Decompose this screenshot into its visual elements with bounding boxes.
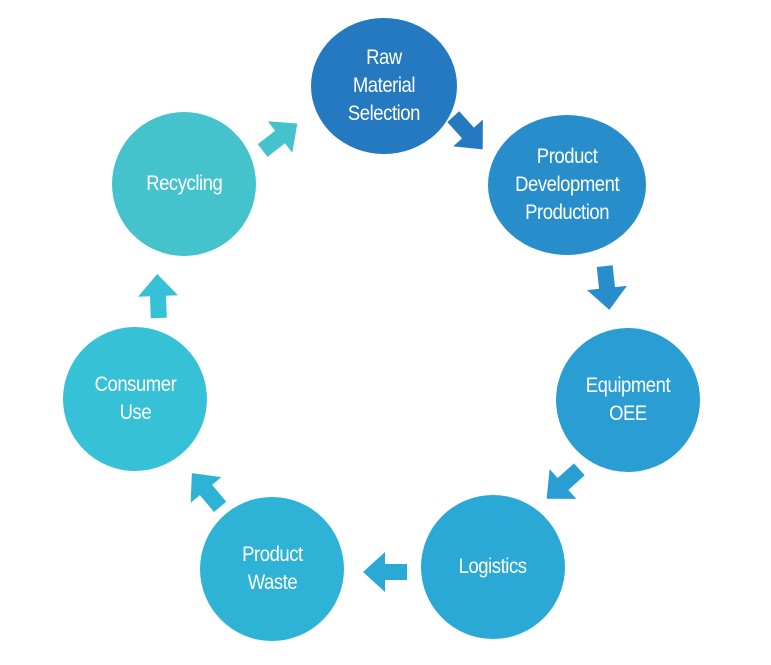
label-line: OEE (609, 402, 647, 425)
label-line: Recycling (145, 172, 223, 195)
node-consumer-use: Consumer Use (63, 327, 207, 471)
label-line: Consumer (94, 373, 176, 396)
label-line: Raw (366, 46, 402, 69)
node-product-development-production: Product Development Production (488, 115, 646, 255)
label-line: Logistics (459, 555, 527, 578)
node-label: Recycling (145, 170, 223, 198)
label-line: Use (119, 401, 151, 424)
label-line: Production (525, 201, 609, 224)
label-line: Product (536, 145, 598, 168)
node-label: Consumer Use (94, 371, 176, 427)
node-logistics: Logistics (421, 495, 565, 639)
label-line: Equipment (585, 374, 671, 397)
node-label: Raw Material Selection (347, 44, 421, 128)
node-recycling: Recycling (112, 112, 256, 256)
label-line: Development (514, 173, 620, 196)
node-equipment-oee: Equipment OEE (556, 328, 700, 472)
label-line: Selection (347, 102, 421, 125)
node-label: Product Development Production (515, 143, 619, 227)
node-raw-material-selection: Raw Material Selection (311, 18, 457, 154)
node-label: Logistics (459, 553, 527, 581)
label-line: Material (352, 74, 416, 97)
label-line: Waste (247, 571, 297, 594)
node-product-waste: Product Waste (200, 497, 344, 641)
label-line: Product (241, 543, 303, 566)
node-label: Equipment OEE (585, 372, 671, 428)
node-label: Product Waste (242, 541, 303, 597)
